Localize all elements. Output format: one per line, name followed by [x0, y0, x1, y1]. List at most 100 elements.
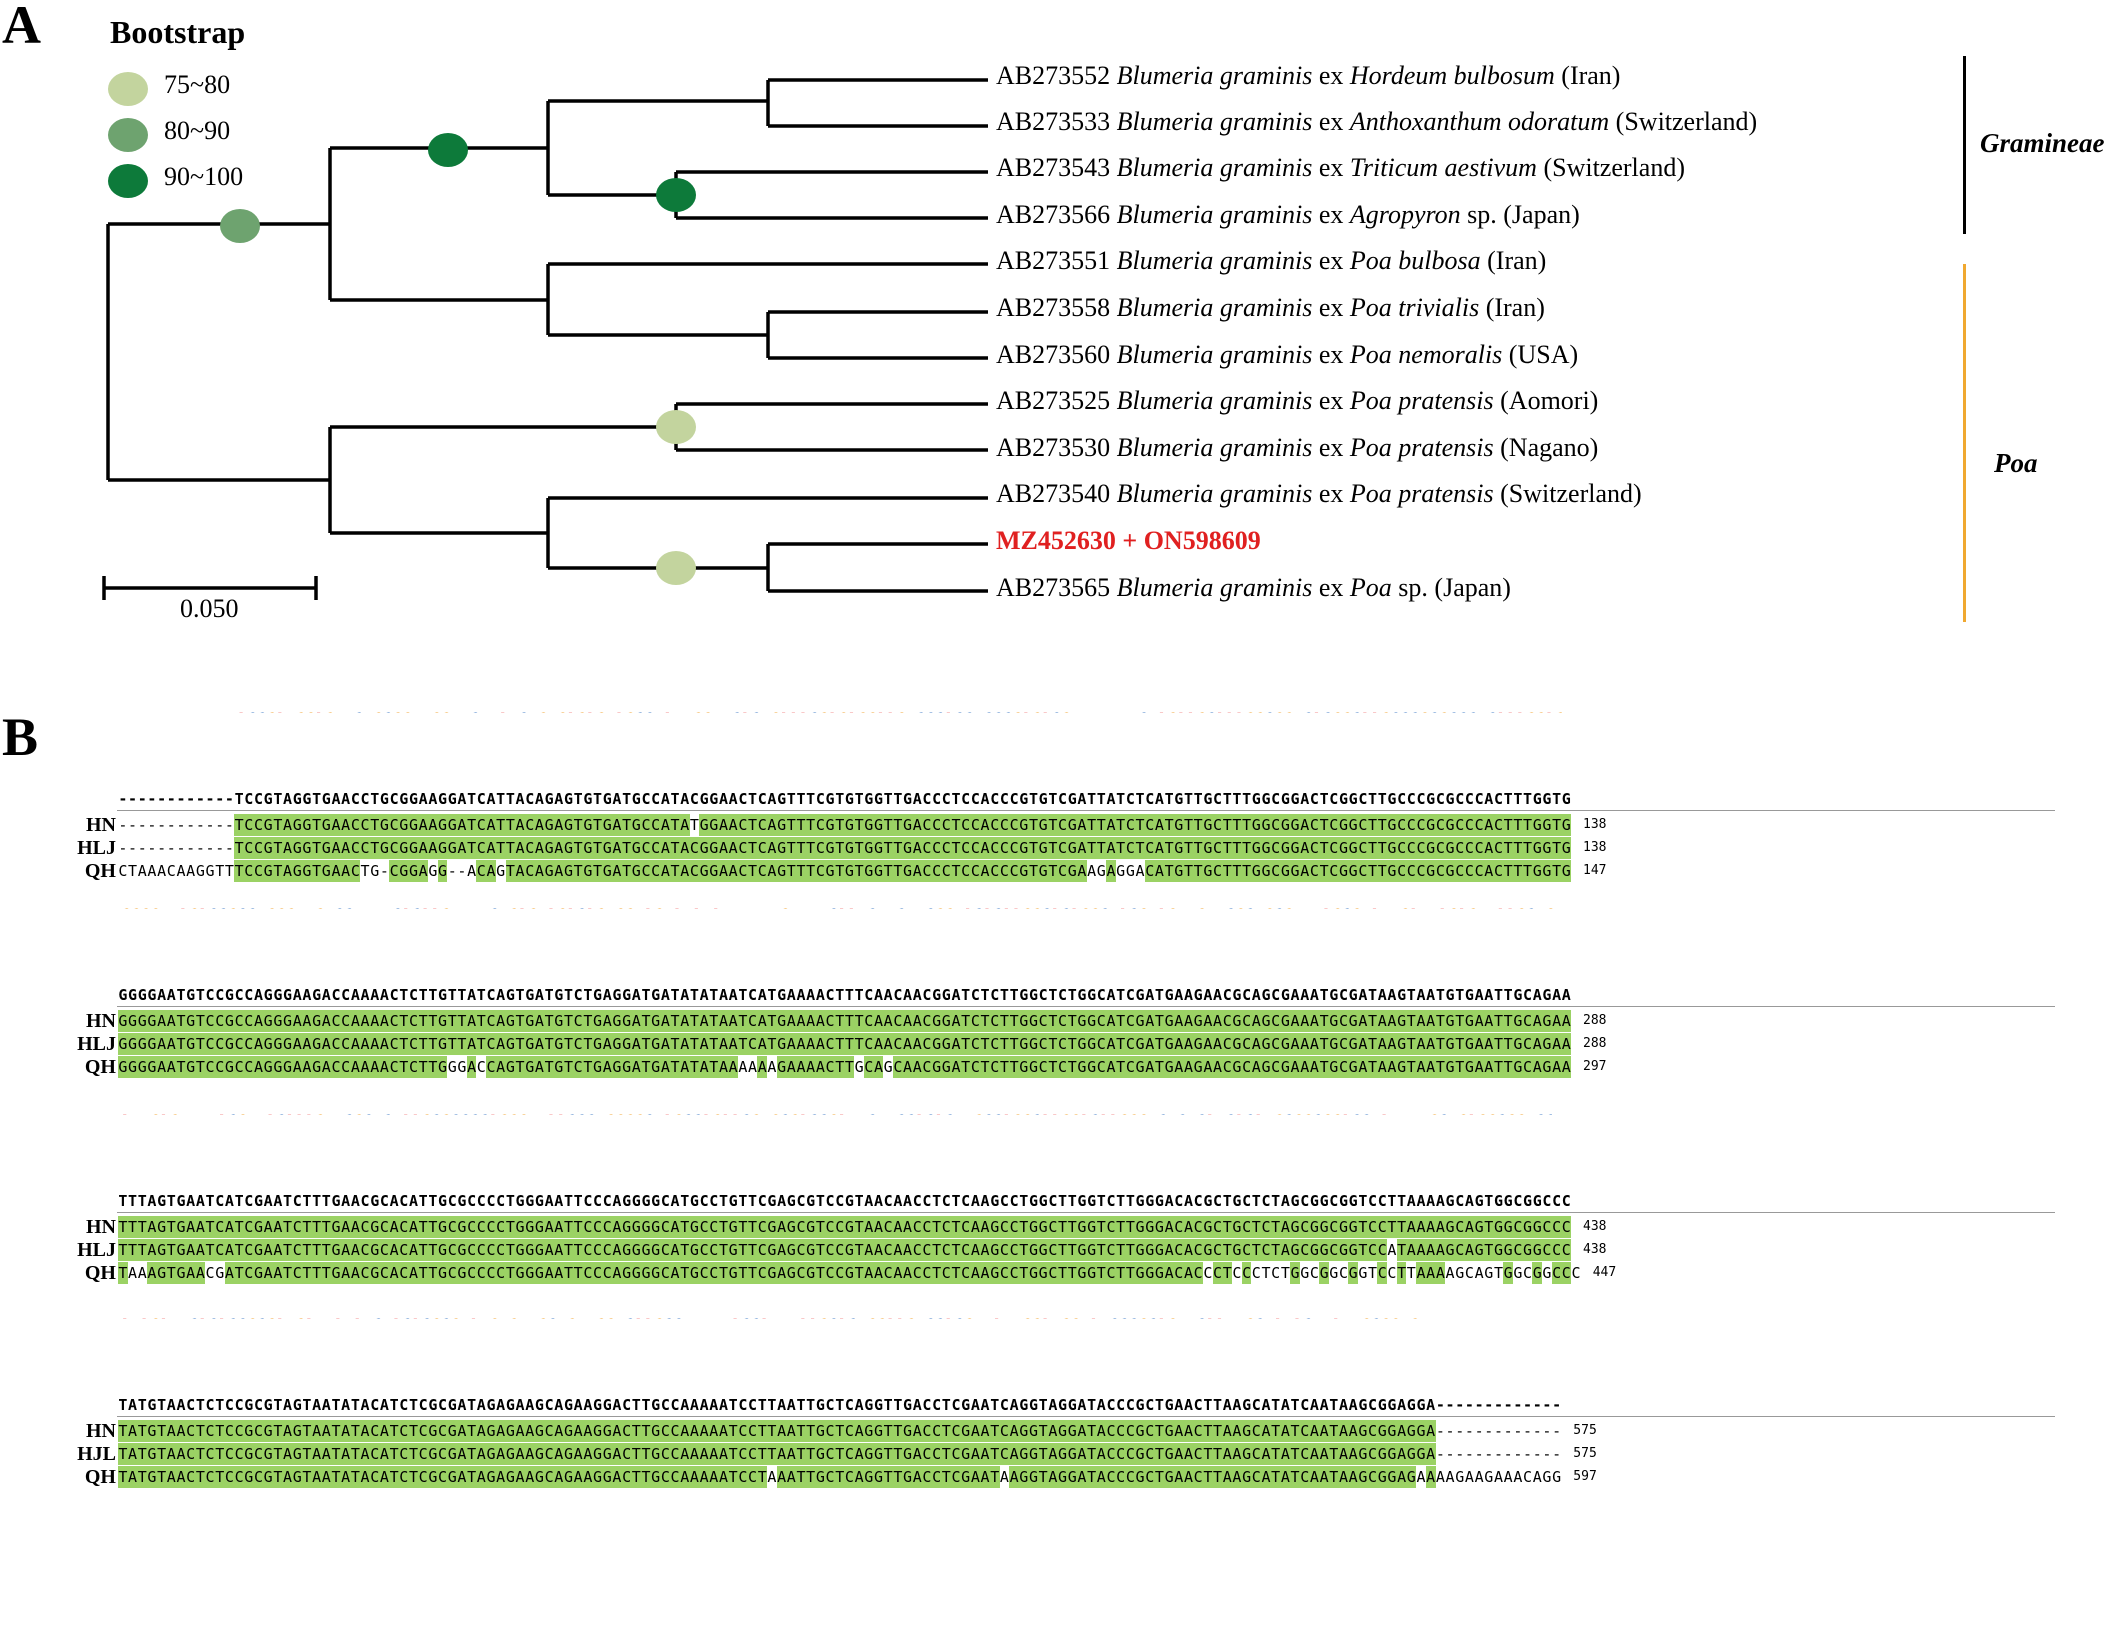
- logo-letter: [486, 712, 496, 772]
- taxon-accession: AB273540: [996, 479, 1111, 508]
- logo-letter: T: [1048, 1114, 1061, 1174]
- logo-letter: G: [602, 1318, 619, 1378]
- aligned-sequence: GGGGAATGTCCGCCAGGGAAGACCAAAACTCTTGTTATCA…: [118, 1010, 1572, 1032]
- taxon-host: Poa pratensis: [1349, 386, 1494, 415]
- logo-letter: [1184, 1114, 1194, 1174]
- taxon-genus: Blumeria graminis: [1116, 479, 1313, 508]
- logo-letter: A: [786, 908, 802, 968]
- taxon-genus: Blumeria graminis: [1116, 386, 1313, 415]
- logo-letter: G: [1406, 1318, 1423, 1378]
- logo-letter: A: [544, 712, 560, 772]
- logo-letter: G: [593, 1318, 610, 1378]
- logo-letter: A: [631, 908, 647, 968]
- logo-letter: T: [283, 1114, 296, 1174]
- logo-letter: C: [1135, 712, 1151, 772]
- sequence-end-position: 288: [1583, 1036, 1607, 1051]
- logo-letter: T: [1455, 908, 1468, 968]
- logo-letter: C: [273, 1114, 289, 1174]
- logo-letter: T: [273, 1318, 286, 1378]
- sequence-label: HLJ: [77, 1033, 116, 1055]
- logo-letter: G: [506, 908, 523, 968]
- taxon-ex: ex: [1318, 386, 1344, 415]
- taxon-ex: ex: [1318, 246, 1344, 275]
- logo-letter: A: [1077, 1318, 1093, 1378]
- logo-letter: G: [273, 908, 290, 968]
- logo-letter: G: [1455, 1114, 1472, 1174]
- logo-letter: G: [612, 908, 629, 968]
- logo-letter: [767, 908, 777, 968]
- logo-letter: T: [835, 908, 848, 968]
- logo-letter: A: [903, 712, 919, 772]
- logo-letter: A: [1096, 1318, 1112, 1378]
- logo-letter: G: [1029, 908, 1046, 968]
- logo-letter: T: [399, 1114, 412, 1174]
- logo-letter: G: [225, 908, 242, 968]
- logo-letter: [457, 908, 467, 968]
- logo-letter: A: [1358, 908, 1374, 968]
- logo-letter: A: [1552, 908, 1568, 968]
- logo-letter: A: [1145, 712, 1161, 772]
- logo-letter: A: [951, 1114, 967, 1174]
- logo-letter: G: [1252, 712, 1269, 772]
- logo-letter: C: [380, 1114, 396, 1174]
- logo-letter: G: [370, 712, 387, 772]
- logo-letter: A: [1251, 908, 1267, 968]
- logo-letter: C: [1407, 712, 1423, 772]
- logo-letter: T: [118, 1114, 131, 1174]
- taxon-host: Poa bulbosa: [1349, 246, 1481, 275]
- logo-letter: A: [128, 1318, 144, 1378]
- logo-letter: A: [1561, 908, 1571, 968]
- logo-letter: C: [1348, 712, 1364, 772]
- logo-letter: [360, 712, 370, 772]
- taxon-label: AB273525 Blumeria graminis ex Poa praten…: [996, 386, 1598, 416]
- logo-letter: A: [612, 1318, 628, 1378]
- logo-letter: T: [1067, 908, 1080, 968]
- logo-letter: G: [941, 908, 958, 968]
- logo-letter: [748, 908, 758, 968]
- logo-letter: C: [1222, 908, 1238, 968]
- logo-letter: G: [525, 908, 542, 968]
- logo-letter: A: [1319, 1318, 1335, 1378]
- logo-letter: G: [1164, 712, 1181, 772]
- logo-letter: T: [176, 908, 189, 968]
- logo-letter: C: [1523, 908, 1539, 968]
- taxon-genus: Blumeria graminis: [1116, 153, 1313, 182]
- logo-letter: [738, 908, 748, 968]
- logo-letter: G: [622, 908, 639, 968]
- legend-label: 75~80: [164, 70, 231, 99]
- logo-letter: C: [1436, 1114, 1452, 1174]
- taxon-location: (Iran): [1485, 293, 1545, 322]
- logo-letter: G: [1261, 908, 1278, 968]
- logo-letter: T: [234, 712, 247, 772]
- logo-letter: T: [544, 1114, 557, 1174]
- taxon-label: AB273566 Blumeria graminis ex Agropyron …: [996, 200, 1580, 230]
- sequence-label: HN: [86, 1010, 116, 1032]
- sequence-logo: TCCGTAGGTGAAC GCGGA GGA CA TACAGAGTGTGAT…: [118, 712, 1561, 788]
- taxon-accession: AB273530: [996, 433, 1111, 462]
- taxon-label: AB273552 Blumeria graminis ex Hordeum bu…: [996, 61, 1620, 91]
- logo-letter: T: [835, 1114, 848, 1174]
- logo-letter: A: [535, 908, 551, 968]
- sequence-end-position: 147: [1583, 863, 1607, 878]
- taxon-host: Poa nemoralis: [1349, 340, 1503, 369]
- logo-letter: A: [806, 908, 822, 968]
- panel-b-letter: B: [2, 707, 39, 767]
- logo-letter: G: [1009, 712, 1026, 772]
- logo-letter: A: [1426, 1318, 1436, 1378]
- logo-letter: [1126, 712, 1136, 772]
- logo-letter: G: [1319, 1114, 1336, 1174]
- logo-letter: T: [118, 1318, 131, 1378]
- logo-letter: G: [1542, 908, 1559, 968]
- logo-letter: T: [1184, 712, 1197, 772]
- logo-letter: G: [1474, 1114, 1491, 1174]
- logo-letter: A: [380, 1318, 396, 1378]
- logo-letter: C: [845, 1318, 861, 1378]
- logo-letter: A: [137, 1114, 153, 1174]
- logo-letter: T: [1106, 1114, 1119, 1174]
- taxon-accession: AB273543: [996, 153, 1111, 182]
- taxon-ex: ex: [1318, 433, 1344, 462]
- logo-letter: T: [1000, 1114, 1013, 1174]
- logo-letter: A: [1339, 1318, 1355, 1378]
- logo-letter: A: [1213, 908, 1229, 968]
